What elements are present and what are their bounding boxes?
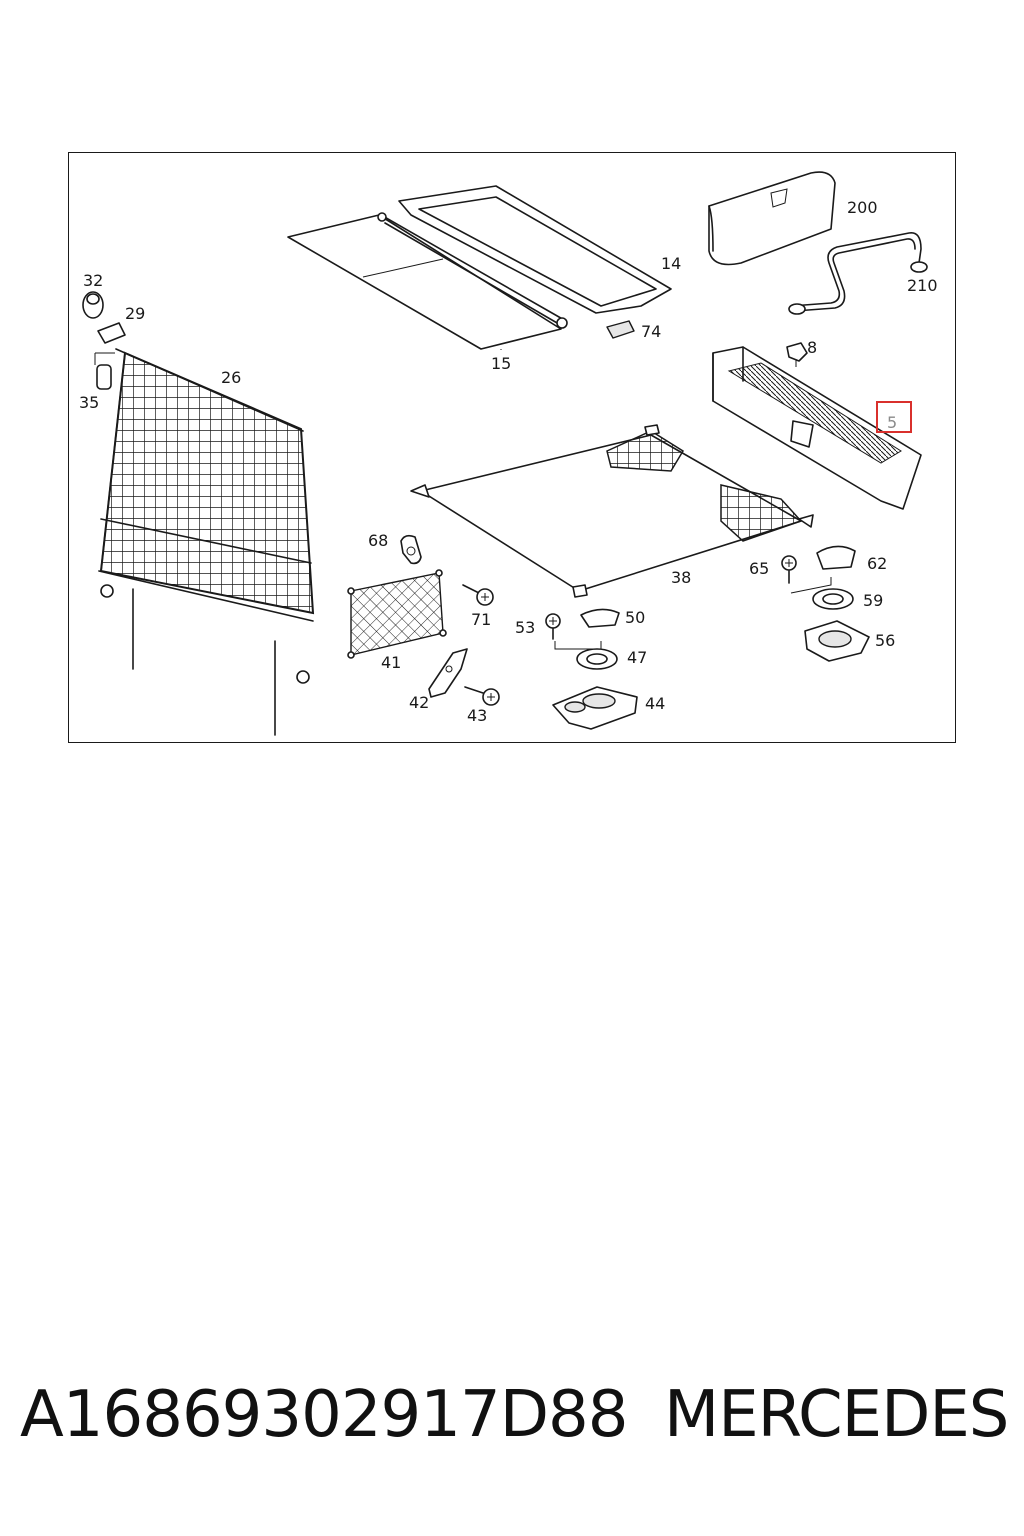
callout-62: 62 (867, 554, 887, 573)
part-35-bolt (94, 352, 115, 390)
part-44-housing (552, 686, 638, 730)
callout-26: 26 (221, 368, 241, 387)
parts-diagram-frame: 200 14 210 32 29 74 8 15 35 26 5 68 38 6… (68, 152, 956, 743)
part-53-screw (545, 613, 602, 650)
callout-71: 71 (471, 610, 491, 629)
part-74-clip (606, 320, 635, 339)
callout-38: 38 (671, 568, 691, 587)
callout-43: 43 (467, 706, 487, 725)
callout-42: 42 (409, 693, 429, 712)
callout-74: 74 (641, 322, 661, 341)
callout-59: 59 (863, 591, 883, 610)
callout-41: 41 (381, 653, 401, 672)
callout-32: 32 (83, 271, 103, 290)
highlight-box (876, 401, 912, 433)
callout-8: 8 (807, 338, 817, 357)
callout-50: 50 (625, 608, 645, 627)
part-5-sill-trim (712, 346, 922, 510)
part-200-storage-bag (708, 171, 836, 266)
part-210-strap (788, 232, 928, 315)
part-71-screw (462, 584, 494, 606)
part-8-clip (786, 342, 808, 367)
part-41-side-net (347, 569, 447, 659)
brand-name: MERCEDES (664, 1378, 1009, 1452)
part-65-screw (781, 555, 832, 594)
callout-15: 15 (491, 354, 511, 373)
part-15-floor-panel (287, 214, 562, 350)
part-26-partition-net (98, 348, 315, 736)
callout-65: 65 (749, 559, 769, 578)
part-number: A16869302917D88 (20, 1378, 628, 1452)
callout-29: 29 (125, 304, 145, 323)
callout-210: 210 (907, 276, 938, 295)
callout-56: 56 (875, 631, 895, 650)
callout-47: 47 (627, 648, 647, 667)
part-42-bracket (428, 648, 468, 698)
part-59-tie-down-ring (812, 588, 854, 610)
part-62-cover (816, 545, 856, 570)
part-47-tie-down-ring (576, 648, 618, 670)
part-50-cover (580, 608, 620, 628)
callout-200: 200 (847, 198, 878, 217)
part-43-screw (464, 686, 500, 706)
callout-labels: 200 14 210 32 29 74 8 15 35 26 5 68 38 6… (79, 198, 938, 725)
part-56-housing (804, 620, 870, 662)
callout-5-highlighted: 5 (887, 413, 897, 432)
part-68-hook (400, 534, 422, 565)
exploded-parts-diagram: 200 14 210 32 29 74 8 15 35 26 5 68 38 6… (79, 171, 938, 736)
callout-44: 44 (645, 694, 665, 713)
part-32-grommet (82, 291, 104, 319)
part-14-cargo-cover (377, 185, 672, 329)
callout-53: 53 (515, 618, 535, 637)
part-38-floor-net (410, 424, 814, 598)
callout-68: 68 (368, 531, 388, 550)
callout-35: 35 (79, 393, 99, 412)
callout-14: 14 (661, 254, 681, 273)
part-29-clip (97, 322, 126, 344)
footer-caption: A16869302917D88 MERCEDES (0, 1378, 1024, 1468)
